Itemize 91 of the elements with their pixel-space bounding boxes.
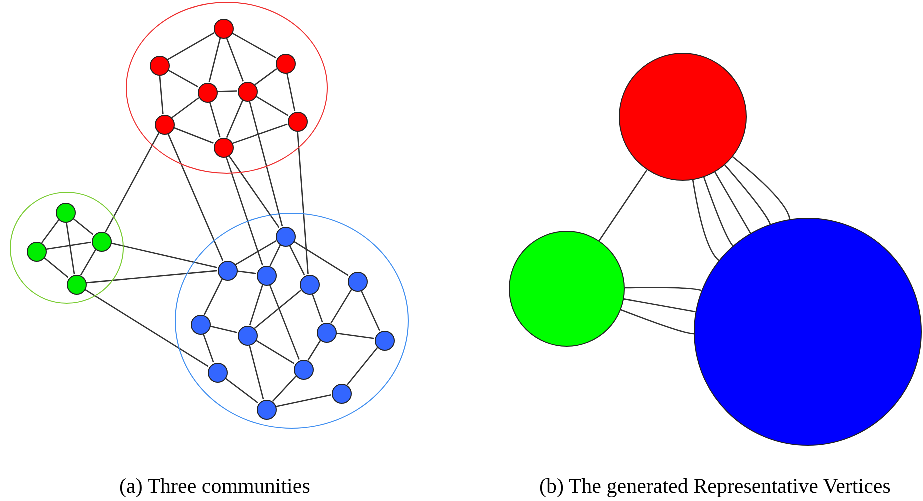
edge-line — [86, 270, 218, 284]
vertex-circle — [317, 323, 337, 343]
vertex-circle — [276, 54, 296, 74]
edge-line — [172, 97, 200, 119]
edge-line — [270, 244, 282, 266]
community-outline — [126, 2, 328, 174]
edge-line — [255, 340, 295, 364]
edge-line — [159, 74, 164, 114]
edge-line — [272, 376, 297, 402]
vertex-circle — [276, 227, 296, 247]
vertex-circle — [214, 19, 234, 39]
edge-line — [360, 290, 380, 332]
edge-line — [248, 344, 264, 400]
edge-line — [228, 154, 280, 228]
vertex-circle — [238, 82, 258, 102]
edge-line — [216, 90, 238, 92]
edge-line — [41, 220, 60, 244]
vertex-circle — [294, 360, 314, 380]
vertex-circle — [238, 326, 258, 346]
vertex-circle — [257, 266, 277, 286]
vertex-circle — [92, 232, 112, 252]
edge-line — [288, 244, 306, 276]
edge-line — [105, 132, 160, 232]
edge-line — [226, 37, 244, 82]
edge-line — [46, 242, 92, 250]
edge-line — [703, 177, 734, 246]
edge-line — [167, 132, 224, 262]
vertex-circle — [214, 138, 234, 158]
edge-line — [254, 290, 302, 330]
edge-line — [346, 347, 378, 386]
edge-line — [336, 332, 374, 340]
edge-line — [202, 333, 214, 363]
edge-line — [308, 340, 322, 361]
edge-line — [226, 156, 264, 266]
edge-line — [312, 293, 324, 323]
edge-line — [72, 218, 94, 236]
edge-line — [167, 32, 215, 61]
edge-line — [204, 278, 224, 316]
edge-line — [732, 156, 791, 220]
edge-line — [714, 172, 752, 234]
edge-line — [80, 249, 97, 276]
vertex-circle — [150, 56, 170, 76]
edge-line — [248, 100, 284, 226]
edge-line — [231, 32, 277, 59]
edge-line — [254, 68, 278, 86]
vertex-circle — [155, 115, 175, 135]
edge-line — [232, 124, 288, 144]
edge-line — [236, 270, 256, 274]
vertex-circle — [288, 112, 308, 132]
edge-line — [286, 72, 296, 112]
edge-line — [598, 170, 648, 242]
vertex-circle — [332, 384, 352, 404]
edge-line — [330, 289, 352, 324]
edge-line — [43, 256, 69, 278]
edge-line — [269, 284, 300, 360]
edge-line — [226, 100, 244, 138]
vertex-circle — [208, 363, 228, 383]
edge-line — [208, 38, 222, 82]
edge-line — [249, 284, 264, 326]
vertex-circle — [218, 261, 238, 281]
vertex-circle — [56, 203, 76, 223]
edge-line — [692, 180, 720, 262]
community-outline — [10, 192, 124, 304]
vertex-circle — [375, 331, 395, 351]
edge-line — [167, 69, 199, 88]
edge-line — [173, 127, 214, 144]
vertex-circle — [198, 83, 218, 103]
community-outline — [175, 213, 409, 429]
edge-line — [110, 242, 218, 268]
vertex-circle — [300, 275, 320, 295]
edge-line — [235, 240, 277, 266]
edge-line — [297, 130, 309, 274]
edge-line — [224, 378, 258, 404]
subfigure-caption: (a) Three communities — [120, 474, 310, 499]
edge-line — [66, 222, 76, 274]
edge-line — [209, 101, 221, 138]
edge-line — [624, 298, 696, 313]
edge-line — [624, 287, 702, 292]
vertex-circle — [27, 242, 47, 262]
vertex-circle — [67, 275, 87, 295]
edge-line — [724, 164, 772, 225]
edge-line — [255, 96, 289, 116]
edge-line — [210, 326, 238, 334]
vertex-circle — [257, 400, 277, 420]
edge-line — [620, 309, 694, 335]
edge-line — [84, 288, 209, 368]
subfigure-caption: (b) The generated Representative Vertices — [540, 474, 891, 499]
vertex-circle — [191, 315, 211, 335]
vertex-circle — [348, 272, 368, 292]
edge-line — [293, 240, 349, 276]
edge-line — [276, 394, 332, 408]
